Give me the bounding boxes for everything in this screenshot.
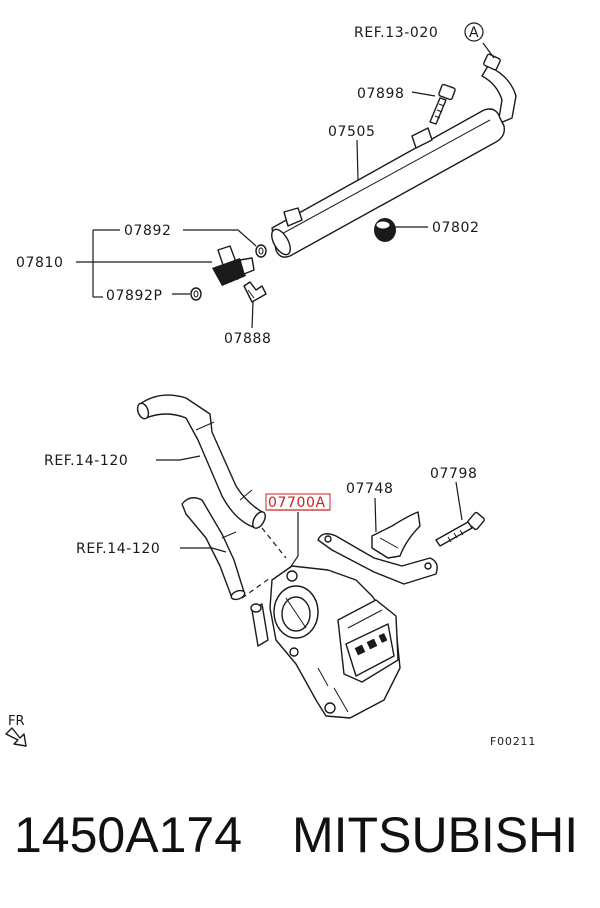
bolt-07798 (435, 511, 485, 547)
part-label-07700A: 07700A (268, 495, 326, 511)
throttle-assembly (136, 394, 485, 719)
bolt-07898 (429, 83, 456, 125)
part-label-07892P: 07892P (106, 288, 163, 304)
rail-end-cap (271, 228, 291, 256)
part-label-07888: 07888 (224, 331, 272, 347)
ref-label-13-020: REF.13-020 (354, 25, 438, 41)
part-label-07802: 07802 (432, 220, 480, 236)
ref-circle-letter: A (469, 25, 479, 41)
o-ring-07892P (190, 287, 202, 301)
upper-leader-lines (76, 42, 495, 329)
front-label: FR (8, 714, 25, 729)
fuel-rail (271, 108, 506, 258)
rail-mount (283, 207, 303, 227)
part-number: 1450A174 (14, 807, 243, 863)
part-label-07505: 07505 (328, 124, 376, 140)
ref-circle (464, 22, 484, 42)
front-direction-arrow (5, 727, 27, 747)
part-label-07892: 07892 (124, 223, 172, 239)
part-label-07798: 07798 (430, 466, 478, 482)
ref-label-14-120-lower: REF.14-120 (76, 541, 160, 557)
part-label-07810: 07810 (16, 255, 64, 271)
brand-name: MITSUBISHI (292, 807, 579, 863)
rail-mount (411, 127, 433, 149)
o-ring-07892 (255, 244, 267, 258)
pipe-fitting (483, 53, 501, 71)
bracket-07748 (317, 511, 438, 585)
labels: REF.13-020 A 07898 07505 07892 07810 078… (8, 22, 536, 748)
clip-07888 (243, 281, 267, 303)
injector-07810 (212, 245, 255, 286)
part-label-07898: 07898 (357, 86, 405, 102)
highlight-box (265, 493, 331, 511)
throttle-body-07700A (250, 565, 401, 719)
figure-code: F00211 (490, 735, 536, 748)
grommet-07802 (374, 218, 396, 242)
fuel-rail-assembly (190, 53, 517, 303)
footer-caption: 1450A174 MITSUBISHI (14, 806, 594, 876)
part-label-07748: 07748 (346, 481, 394, 497)
ref-label-14-120-upper: REF.14-120 (44, 453, 128, 469)
